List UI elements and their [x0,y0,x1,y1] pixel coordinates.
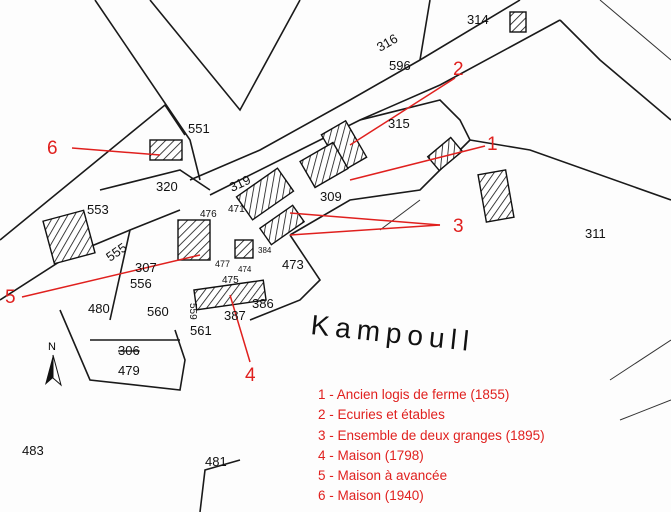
parcel-477: 477 [215,259,230,269]
parcel-316: 316 [374,31,400,55]
parcel-551: 551 [188,121,210,136]
parcel-314: 314 [467,12,489,27]
parcel-479: 479 [118,363,140,378]
parcel-476: 476 [200,209,217,220]
parcel-387: 387 [224,308,246,323]
callout-6: 6 [47,138,58,159]
parcel-556: 556 [130,276,152,291]
parcel-475: 475 [222,275,239,286]
parcel-480: 480 [88,301,110,316]
legend: 1 - Ancien logis de ferme (1855) 2 - Ecu… [318,385,545,507]
parcel-555: 555 [103,240,129,265]
parcel-481: 481 [205,454,227,469]
parcel-474: 474 [238,265,252,274]
parcel-473: 473 [282,257,304,272]
parcel-numbers: 314 316 596 315 551 320 319 309 553 476 … [22,12,606,469]
callout-4: 4 [245,365,256,386]
legend-item-4: 4 - Maison (1798) [318,447,424,463]
parcel-561: 561 [190,323,212,338]
parcel-553: 553 [87,202,109,217]
callout-numbers: 6 2 1 3 5 4 [5,59,498,386]
callout-3: 3 [453,216,464,237]
parcel-320: 320 [156,179,178,194]
parcel-309: 309 [320,189,342,204]
legend-item-3: 3 - Ensemble de deux granges (1895) [318,427,545,443]
parcel-311: 311 [585,226,606,241]
parcel-307: 307 [135,260,157,275]
parcel-384: 384 [258,246,272,255]
legend-item-5: 5 - Maison à avancée [318,468,448,484]
parcel-306: 306 [118,343,140,358]
callout-lines [21,77,486,363]
parcel-386: 386 [252,296,274,311]
north-label: N [48,341,56,353]
legend-item-2: 2 - Ecuries et étables [318,407,445,423]
parcel-315: 315 [388,116,410,131]
callout-1: 1 [487,134,498,155]
legend-item-6: 6 - Maison (1940) [318,488,424,504]
callout-2: 2 [453,59,464,80]
parcel-559: 559 [187,303,198,320]
buildings [42,11,527,311]
callout-5: 5 [5,287,16,308]
north-arrow-icon: N [45,341,62,387]
parcel-596: 596 [389,58,411,73]
parcel-471: 471 [228,204,245,215]
parcel-560: 560 [147,304,169,319]
parcel-483: 483 [22,443,44,458]
place-name: Kampoull [309,309,476,357]
legend-item-1: 1 - Ancien logis de ferme (1855) [318,387,510,402]
